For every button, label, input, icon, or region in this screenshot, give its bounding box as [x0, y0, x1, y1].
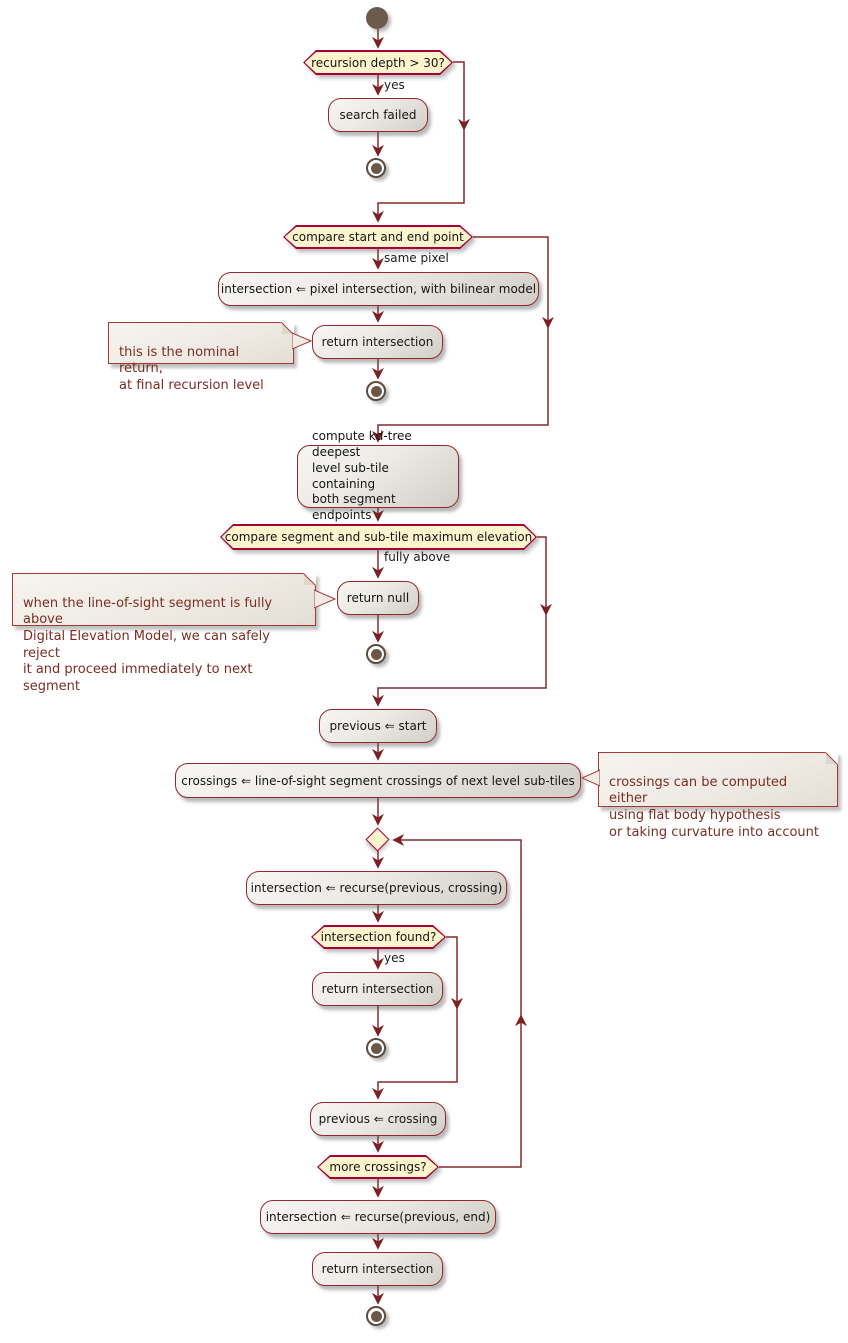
flow-end-node: [366, 158, 386, 178]
flow-end-node: [366, 381, 386, 401]
activity-return-intersection-3: return intersection: [312, 1252, 443, 1286]
activity-previous-start: previous ⇐ start: [319, 709, 437, 743]
note-crossings-computation: crossings can be computed either using f…: [582, 752, 838, 840]
edge-label-fully-above: fully above: [384, 550, 451, 564]
activity-crossings: crossings ⇐ line-of-sight segment crossi…: [175, 763, 581, 798]
activity-return-intersection-1: return intersection: [312, 325, 443, 359]
decision-compare-points: compare start and end point: [283, 225, 473, 249]
note-text: crossings can be computed either using f…: [609, 774, 819, 840]
activity-search-failed: search failed: [328, 98, 428, 132]
flow-start-node: [366, 7, 388, 29]
flow-end-node: [366, 644, 386, 664]
activity-previous-crossing: previous ⇐ crossing: [310, 1102, 446, 1136]
note-text: when the line-of-sight segment is fully …: [23, 595, 273, 694]
note-text: this is the nominal return, at final rec…: [119, 344, 264, 393]
edge-label-same-pixel: same pixel: [384, 251, 449, 265]
activity-compute-kdtree: compute kd-tree deepest level sub-tile c…: [297, 429, 459, 522]
activity-return-intersection-2: return intersection: [312, 972, 443, 1006]
note-nominal-return: this is the nominal return, at final rec…: [108, 322, 312, 393]
activity-recurse-crossing: intersection ⇐ recurse(previous, crossin…: [246, 871, 507, 905]
decision-intersection-found: intersection found?: [311, 925, 446, 949]
flow-end-node: [366, 1038, 386, 1058]
activity-pixel-intersection: intersection ⇐ pixel intersection, with …: [218, 272, 539, 306]
decision-label: more crossings?: [329, 1160, 427, 1174]
note-pointer: [292, 332, 312, 350]
hexagon-shape: [303, 50, 453, 75]
edge-label-yes: yes: [384, 951, 405, 965]
note-pointer: [314, 589, 336, 609]
decision-label: intersection found?: [320, 930, 437, 944]
activity-return-null: return null: [337, 581, 419, 615]
activity-recurse-end: intersection ⇐ recurse(previous, end): [260, 1200, 496, 1234]
hexagon-shape: [311, 925, 446, 949]
note-reject-segment: when the line-of-sight segment is fully …: [12, 573, 336, 694]
decision-more-crossings: more crossings?: [317, 1155, 439, 1179]
decision-label: recursion depth > 30?: [311, 55, 445, 70]
decision-recursion-depth: recursion depth > 30?: [303, 50, 453, 75]
hexagon-shape: [283, 225, 473, 249]
decision-label: compare segment and sub-tile maximum ele…: [224, 530, 533, 544]
decision-label: compare start and end point: [292, 230, 464, 244]
hexagon-shape: [317, 1155, 439, 1179]
edge-label-yes: yes: [384, 78, 405, 92]
hexagon-shape: [220, 524, 537, 550]
flow-end-node: [366, 1306, 386, 1326]
note-pointer: [582, 769, 600, 787]
decision-compare-elevation: compare segment and sub-tile maximum ele…: [220, 524, 537, 550]
